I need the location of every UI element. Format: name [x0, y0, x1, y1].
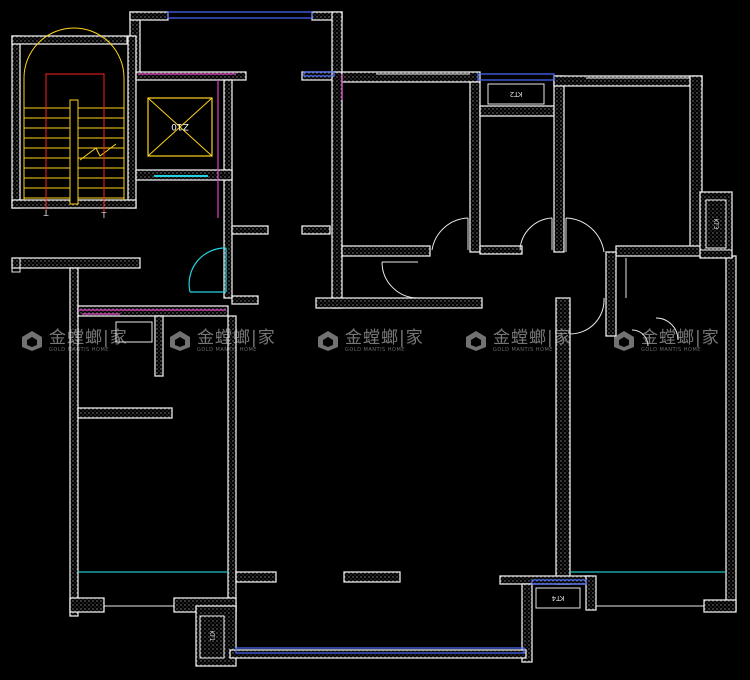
- wall-living-stub-b: [343, 571, 401, 583]
- gold-mantis-logo-icon: [170, 331, 190, 351]
- wall-right-corridor: [315, 297, 483, 309]
- wall-top-room-sill: [479, 105, 557, 117]
- door-bath-right: [569, 297, 605, 335]
- gold-mantis-logo-icon: [466, 331, 486, 351]
- ac-unit-top-label: KT2: [510, 90, 523, 98]
- sink: [115, 321, 153, 343]
- wall-room-divider-2: [553, 75, 565, 253]
- watermark-brand-en: GOLD MANTIS HOME: [641, 346, 701, 353]
- wall-stub-a: [231, 225, 269, 235]
- window-shaft-top: [167, 11, 313, 19]
- door-bedroom-1: [431, 217, 469, 251]
- stair-landing-arc: [23, 27, 125, 110]
- wall-left-top: [11, 257, 141, 269]
- window-ac-bottom: [531, 579, 587, 585]
- staircase: [23, 27, 125, 205]
- watermark-brand-cn: 金螳螂|家: [197, 327, 276, 348]
- wall-stub-b: [231, 295, 259, 305]
- window-right-top-a: [303, 71, 335, 77]
- stair-axis: [45, 73, 105, 212]
- ac-unit-left-label: KT1: [208, 631, 215, 642]
- elevator-code: Z10: [171, 121, 189, 131]
- wall-ac-bottom-left: [521, 583, 533, 663]
- wall-left-inner: [227, 315, 237, 621]
- door-small-1: [631, 329, 649, 347]
- door-master: [565, 217, 605, 253]
- watermark-brand-en: GOLD MANTIS HOME: [49, 346, 109, 353]
- wall-room-divider-1: [469, 81, 481, 253]
- stair-mark-left: T: [43, 208, 49, 217]
- wall-right-outer-left: [331, 71, 343, 309]
- window-top-room: [477, 73, 555, 81]
- door-small-2: [655, 317, 679, 341]
- wall-bath: [77, 407, 173, 419]
- entry-door: [188, 247, 227, 293]
- gold-mantis-logo-icon: [318, 331, 338, 351]
- wall-bath-right: [605, 251, 617, 337]
- watermark-brand-en: GOLD MANTIS HOME: [197, 346, 257, 353]
- wall-left-mid: [77, 305, 229, 317]
- watermark-brand-cn: 金螳螂|家: [49, 327, 128, 348]
- wall-ac-bottom-right: [585, 575, 597, 611]
- stair-mark-right: T: [101, 211, 107, 220]
- wall-shaft-right: [331, 11, 343, 75]
- wall-elevator-top: [135, 71, 247, 81]
- stair-break-line: [79, 143, 117, 161]
- wall-elevator-right: [223, 79, 233, 299]
- gold-mantis-logo-icon: [614, 331, 634, 351]
- window-lines: [104, 73, 732, 607]
- door-bedroom-2: [519, 217, 553, 251]
- accent-lines: [78, 73, 343, 315]
- door-corridor: [381, 261, 419, 299]
- ac-units: [199, 83, 727, 659]
- fixtures: [11, 257, 627, 343]
- wall-left-bottom-a: [69, 597, 105, 613]
- watermark-brand-en: GOLD MANTIS HOME: [493, 346, 553, 353]
- wall-stair-left: [11, 35, 21, 209]
- wall-bedroom-mid: [479, 245, 523, 255]
- window-balcony-bottom: [235, 647, 525, 654]
- wall-bath-v: [154, 315, 164, 377]
- ac-unit-right-label: KT3: [712, 219, 719, 230]
- wall-left-outer: [69, 267, 79, 617]
- door-swings: [381, 217, 679, 347]
- wall-stair-top: [11, 35, 128, 45]
- wall-stub-c: [301, 225, 331, 235]
- wall-master-top: [615, 245, 703, 257]
- watermark-brand-cn: 金螳螂|家: [493, 327, 572, 348]
- wall-bottom-balcony: [229, 649, 527, 659]
- watermark-brand-cn: 金螳螂|家: [641, 327, 720, 348]
- wall-shaft-top-left: [129, 11, 169, 21]
- wall-bedroom-bottom: [341, 245, 431, 257]
- watermark-brand-cn: 金螳螂|家: [345, 327, 424, 348]
- wall-right-bottom-b: [703, 599, 737, 613]
- watermark-brand-en: GOLD MANTIS HOME: [345, 346, 405, 353]
- gold-mantis-logo-icon: [22, 331, 42, 351]
- wall-right-far: [725, 255, 737, 611]
- ac-unit-bottom-label: KT4: [551, 594, 564, 602]
- wall-living-stub-a: [235, 571, 277, 583]
- windows: [167, 11, 587, 654]
- elevator-car: [147, 97, 213, 157]
- stair-handrail: [69, 99, 79, 205]
- wall-stair-right: [127, 35, 137, 209]
- wall-ac-right: [699, 191, 733, 259]
